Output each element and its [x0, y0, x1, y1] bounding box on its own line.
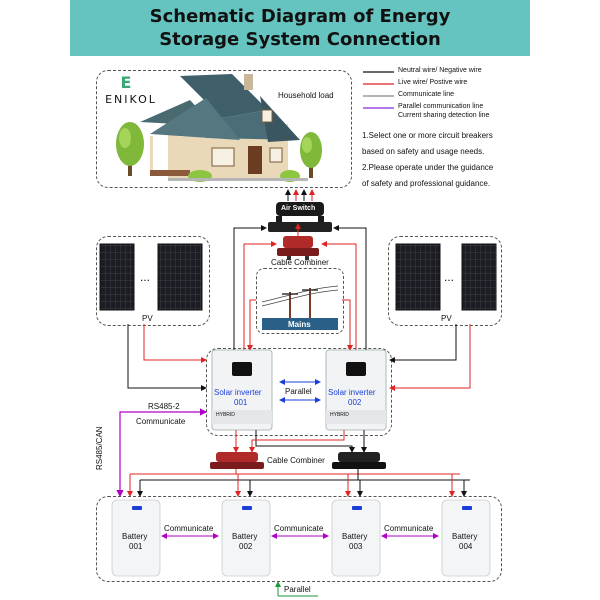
inverter-001	[211, 349, 273, 431]
battery-002	[221, 499, 271, 577]
title-line-2: Storage System Connection	[159, 29, 441, 50]
legend-text-live: Live wire/ Postive wire	[398, 79, 468, 86]
tree-left	[116, 122, 144, 176]
note-line-4: of safety and professional guidance.	[362, 179, 491, 188]
pv-panels-left	[99, 243, 203, 311]
cable-combiner-bottom-black	[332, 452, 386, 469]
battery-001	[111, 499, 161, 577]
brand-name: ENIKOL	[105, 93, 157, 106]
battery-004	[441, 499, 491, 577]
pv-left-label: PV	[142, 314, 153, 323]
cable-combiner-top	[277, 236, 319, 260]
note-line-3: 2.Please operate under the guidance	[362, 163, 494, 172]
title-banner: Schematic Diagram of Energy Storage Syst…	[70, 0, 530, 56]
pv-panels-right	[395, 243, 497, 311]
battery-003	[331, 499, 381, 577]
logo-mark: E	[121, 73, 132, 92]
cable-combiner-bottom-label: Cable Combiner	[267, 456, 325, 465]
inverter-002-brand: HYBRID	[330, 412, 349, 418]
battery-link-3-label: Communicate	[384, 524, 434, 533]
legend-text-parallel: Parallel communication line	[398, 103, 484, 110]
note-line-1: 1.Select one or more circuit breakers	[362, 131, 493, 140]
battery-002-label: Battery	[232, 532, 258, 541]
parallel-bottom-label: Parallel	[284, 585, 311, 594]
pv-left-dots: ...	[140, 270, 151, 284]
inverter-001-id: 001	[234, 398, 248, 407]
rs485-can-label: RS485/CAN	[95, 426, 104, 470]
communicate-inverter-label: Communicate	[136, 417, 186, 426]
pv-right-dots: ...	[444, 270, 455, 284]
mains-label: Mains	[288, 320, 311, 329]
pv-right-label: PV	[441, 314, 452, 323]
inverter-001-brand: HYBRID	[216, 412, 235, 418]
battery-004-label: Battery	[452, 532, 478, 541]
cable-combiner-bottom-red	[210, 452, 264, 469]
inverter-002-label: Solar inverter	[328, 388, 376, 397]
battery-003-label: Battery	[342, 532, 368, 541]
legend-text-communicate: Communicate line	[398, 91, 455, 98]
house-illustration	[116, 74, 322, 182]
rs485-2-label: RS485-2	[148, 402, 180, 411]
household-label: Household load	[278, 91, 334, 100]
title-line-1: Schematic Diagram of Energy	[149, 6, 451, 27]
battery-003-id: 003	[349, 542, 363, 551]
inverter-002-id: 002	[348, 398, 362, 407]
mains-illustration	[261, 285, 339, 330]
parallel-label: Parallel	[285, 387, 312, 396]
battery-link-2-label: Communicate	[274, 524, 324, 533]
brand-logo: E ENIKOL	[105, 73, 157, 106]
cable-combiner-top-label: Cable Combiner	[271, 258, 329, 267]
battery-group-box	[96, 496, 502, 582]
battery-link-1-label: Communicate	[164, 524, 214, 533]
inverter-001-label: Solar inverter	[214, 388, 262, 397]
air-switch-label: Air Switch	[281, 205, 316, 212]
battery-001-id: 001	[129, 542, 143, 551]
battery-002-id: 002	[239, 542, 253, 551]
battery-001-label: Battery	[122, 532, 148, 541]
mains-label-bar	[262, 318, 338, 330]
tree-right	[300, 132, 322, 178]
note-line-2: based on safety and usage needs.	[362, 147, 485, 156]
legend	[363, 71, 394, 109]
legend-text-current-sharing: Current sharing detection line	[398, 112, 490, 119]
inverter-002	[325, 349, 387, 431]
battery-004-id: 004	[459, 542, 473, 551]
legend-text-neutral: Neutral wire/ Negative wire	[398, 67, 482, 74]
